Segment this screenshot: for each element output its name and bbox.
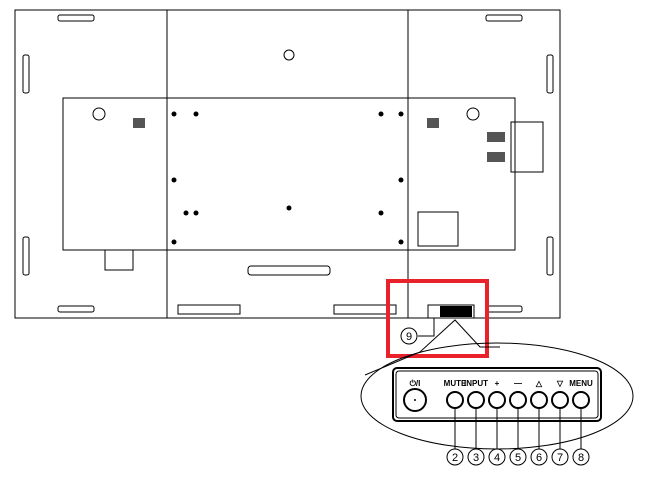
callout-5 [509, 448, 527, 466]
callout-number: 6 [536, 452, 542, 464]
power-button-label: ⏻/I [410, 379, 421, 388]
callout-number: 4 [494, 452, 500, 464]
plus-button-icon [488, 391, 506, 409]
power-button: ⏻/I [403, 379, 427, 412]
up-button-label: △ [535, 379, 543, 388]
callout-9: 9 [400, 318, 435, 345]
brand-logo-icon [283, 49, 295, 61]
display-rear-chassis [14, 9, 561, 319]
callout-2 [446, 448, 464, 466]
highlight-box [386, 279, 489, 358]
minus-button-icon [509, 391, 527, 409]
input-button: INPUT 3 [464, 379, 488, 466]
svg-text:9: 9 [406, 331, 412, 343]
callout-number: 3 [473, 452, 479, 464]
callout-number: 7 [557, 452, 563, 464]
minus-button: —5 [509, 379, 527, 466]
menu-button-icon [572, 391, 590, 409]
callout-number: 2 [452, 452, 458, 464]
callout-number: 5 [515, 452, 521, 464]
plus-button: +4 [488, 379, 506, 466]
callout-6 [530, 448, 548, 466]
up-button-icon [530, 391, 548, 409]
mute-button-label: MUTE [444, 379, 467, 388]
callout-number: 8 [578, 452, 584, 464]
up-button: △6 [530, 379, 548, 466]
minus-button-label: — [514, 379, 522, 388]
input-button-label: INPUT [464, 379, 488, 388]
mute-button: MUTE 2 [444, 379, 467, 466]
callout-3 [467, 448, 485, 466]
mute-button-icon [446, 391, 464, 409]
menu-button: MENU 8 [569, 379, 593, 466]
menu-button-label: MENU [569, 379, 593, 388]
down-button-label: ▽ [556, 379, 564, 388]
callout-4 [488, 448, 506, 466]
callout-7 [551, 448, 569, 466]
callout-8 [572, 448, 590, 466]
input-button-icon [467, 391, 485, 409]
plus-button-label: + [495, 379, 500, 388]
down-button-icon [551, 391, 569, 409]
down-button: ▽7 [551, 379, 569, 466]
